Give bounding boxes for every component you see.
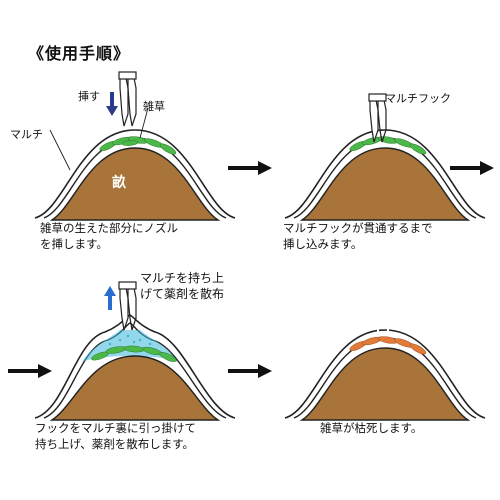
down-arrow-icon (106, 92, 118, 116)
right-arrow-icon (228, 161, 272, 175)
right-arrow-icon (450, 161, 494, 175)
insert-label: 挿す (78, 90, 100, 103)
right-arrow-icon (8, 364, 52, 378)
panel-1-diagram (34, 71, 236, 221)
panel-4-diagram (284, 328, 486, 421)
dead-weed-patch (349, 336, 427, 355)
up-arrow-icon (104, 286, 116, 310)
right-arrow-icon (228, 364, 272, 378)
panel-2-diagram (284, 93, 486, 221)
mulch-sheet (34, 129, 236, 219)
hook-label: マルチフック (385, 92, 451, 105)
panel-3-diagram (34, 281, 236, 421)
ridge-label: 畝 (112, 175, 126, 191)
panel-2-caption: マルチフックが貫通するまで 挿し込みます。 (283, 221, 433, 251)
panel-1-caption: 雑草の生えた部分にノズル を挿します。 (40, 221, 178, 251)
panel-4-caption: 雑草が枯死します。 (320, 421, 423, 435)
soil-ridge (49, 147, 221, 221)
panel-3-caption: フックをマルチ裏に引っ掛けて 持ち上げ、薬剤を散布します。 (35, 421, 196, 451)
weed-patch (99, 136, 177, 155)
lift-spray-label: マルチを持ち上 げて薬剤を散布 (140, 271, 225, 301)
weed-label: 雑草 (143, 100, 165, 113)
nozzle-tool-icon (118, 71, 137, 127)
nozzle-tool-icon (368, 93, 387, 143)
mulch-label: マルチ (10, 128, 43, 141)
nozzle-tool-icon (118, 281, 137, 331)
page-title: 《使用手順》 (28, 44, 131, 63)
